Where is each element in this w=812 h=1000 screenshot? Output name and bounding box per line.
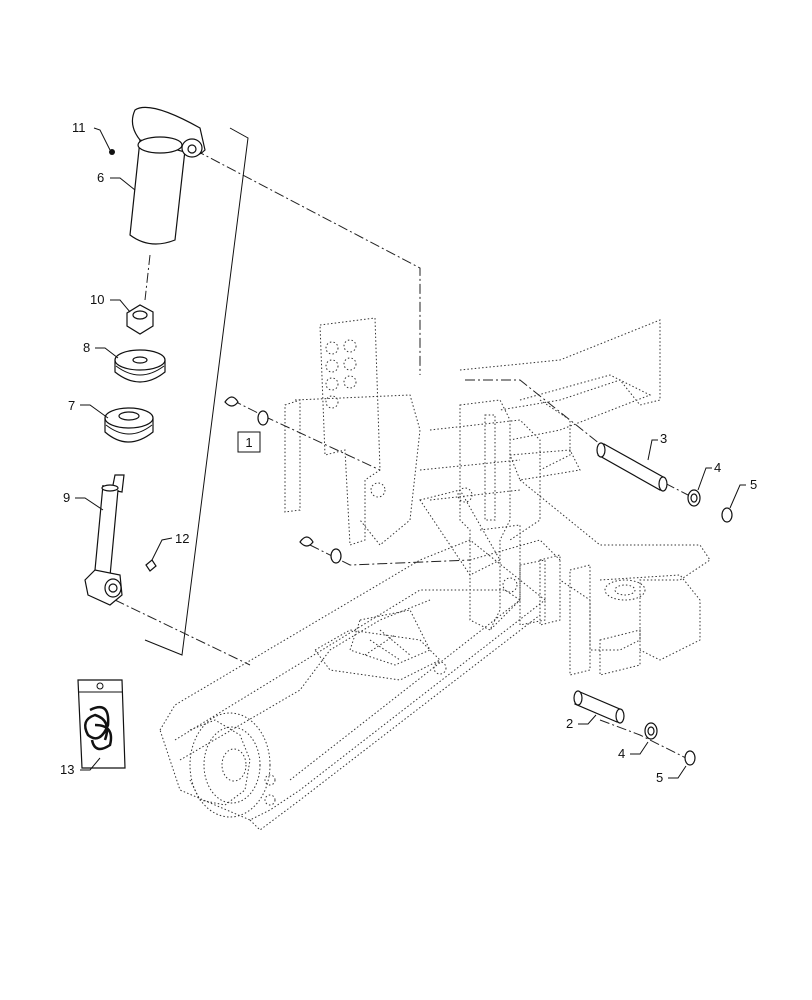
callout-9: 9	[63, 490, 70, 505]
callout-labels: 1 11 6 10 8 7 9 12 13 3 4 5 2 4 5	[60, 120, 757, 785]
callout-4-lower: 4	[618, 746, 625, 761]
cylinder-barrel	[129, 106, 206, 245]
pivot-pin-upper	[596, 442, 668, 492]
callout-box-1	[237, 431, 261, 453]
callout-2: 2	[566, 716, 573, 731]
callout-5-upper: 5	[750, 477, 757, 492]
callout-8: 8	[83, 340, 90, 355]
snap-ring-lower	[684, 750, 696, 766]
hex-nut	[126, 304, 154, 335]
callout-13: 13	[60, 762, 74, 777]
callout-1: 1	[245, 435, 252, 450]
pivot-pin-lower	[573, 690, 625, 724]
piston	[114, 349, 166, 383]
callout-10: 10	[90, 292, 104, 307]
callout-5-lower: 5	[656, 770, 663, 785]
grease-fitting-upper	[109, 149, 115, 155]
retaining-clips	[224, 396, 342, 564]
leader-lines	[75, 127, 746, 779]
chassis-frame-outline	[159, 317, 711, 831]
callout-12: 12	[175, 531, 189, 546]
callout-4-upper: 4	[714, 460, 721, 475]
callout-7: 7	[68, 398, 75, 413]
callout-3: 3	[660, 431, 667, 446]
seal-kit-bag	[77, 679, 126, 769]
snap-ring-upper	[721, 507, 733, 523]
grease-fitting-lower	[145, 559, 157, 572]
piston-rod	[84, 474, 125, 606]
cylinder-assembly-bracket	[144, 127, 249, 656]
callout-6: 6	[97, 170, 104, 185]
callout-11: 11	[72, 120, 86, 135]
washer-upper	[687, 489, 701, 507]
gland	[104, 407, 154, 443]
washer-lower	[644, 722, 658, 740]
